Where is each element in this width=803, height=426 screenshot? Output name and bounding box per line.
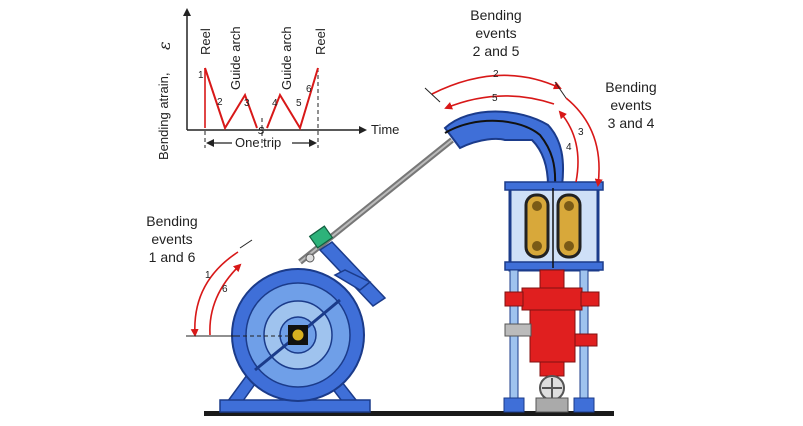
arc-num-2: 2 <box>493 69 499 80</box>
injector-chain-right <box>556 193 582 259</box>
stack-leg-foot-right <box>573 397 595 413</box>
event-num-6: 6 <box>306 84 312 95</box>
stack-leg-foot-left <box>503 397 525 413</box>
injector-bottom-plate <box>504 261 604 271</box>
arc-num-5: 5 <box>492 93 498 104</box>
label-reel-right: Reel <box>313 28 328 55</box>
guide-arch-body <box>443 110 565 187</box>
stripper <box>539 269 565 291</box>
arc-num-6: 6 <box>222 284 228 295</box>
arc-tick-left <box>424 87 441 103</box>
bop-body-lower <box>529 309 576 363</box>
label-guide-arch-left: Guide arch <box>228 26 243 90</box>
injector-top-plate <box>504 181 604 191</box>
callout-2-5-line3: 2 and 5 <box>473 43 520 59</box>
ground-line <box>204 411 614 416</box>
arc-event-3 <box>565 97 603 187</box>
event-num-5: 5 <box>296 98 302 109</box>
callout-3-4-line2: events <box>610 97 651 113</box>
event-num-2: 2 <box>217 97 223 108</box>
guide-arch <box>443 110 565 187</box>
bending-arcs-top: 2 5 <box>424 69 567 110</box>
bop-valve-left <box>504 323 532 337</box>
levelwind-head <box>308 225 334 249</box>
injector-frame <box>508 183 600 272</box>
callout-2-5-line1: Bending <box>470 7 521 23</box>
bending-arcs-right: 3 4 <box>558 97 603 187</box>
sprocket-3 <box>564 201 574 211</box>
event-num-3: 3 <box>244 98 250 109</box>
bending-arcs-left: 1 6 <box>186 239 290 337</box>
event-num-1: 1 <box>198 70 204 81</box>
bop-ram-right <box>580 291 600 307</box>
event-num-4: 4 <box>272 98 278 109</box>
arc-event-2 <box>431 74 562 95</box>
reel-axle <box>291 328 305 342</box>
label-reel-left: Reel <box>198 28 213 55</box>
callout-events-1-6: Bending events 1 and 6 <box>146 213 197 265</box>
arc-event-5 <box>444 95 555 110</box>
injector-chain-left <box>524 193 550 259</box>
callout-3-4-line1: Bending <box>605 79 656 95</box>
label-guide-arch-right: Guide arch <box>279 26 294 90</box>
s-mark: s <box>258 122 265 137</box>
arc-event-4 <box>558 110 579 183</box>
bop-spool <box>539 361 565 377</box>
arc-tick-right <box>554 81 567 99</box>
callout-1-6-line2: events <box>151 231 192 247</box>
guide-arch-tube-path <box>444 119 557 187</box>
sprocket-4 <box>564 241 574 251</box>
levelwind-roller <box>305 253 315 263</box>
callout-2-5-line2: events <box>475 25 516 41</box>
bop-ram-left <box>504 291 524 307</box>
arc-num-3: 3 <box>578 127 584 138</box>
bop-valve-right <box>574 333 598 347</box>
graph-x-label: Time <box>371 122 399 137</box>
callout-3-4-line3: 3 and 4 <box>608 115 655 131</box>
arc-num-4: 4 <box>566 142 572 153</box>
sprocket-2 <box>532 241 542 251</box>
strain-profile-line <box>204 67 258 131</box>
arc-event-1 <box>190 251 239 337</box>
injector-stack <box>503 181 604 413</box>
strain-profile-line-2 <box>266 67 319 131</box>
callout-1-6-line1: Bending <box>146 213 197 229</box>
arc-tick-top <box>239 239 253 249</box>
graph-y-label: Bending atrain, <box>156 73 171 160</box>
callout-events-3-4: Bending events 3 and 4 <box>605 79 656 131</box>
callout-1-6-line3: 1 and 6 <box>149 249 196 265</box>
epsilon-symbol: ε <box>155 41 174 50</box>
sprocket <box>532 201 542 211</box>
levelwind-brace <box>333 269 372 291</box>
reel <box>219 225 387 413</box>
arc-num-1: 1 <box>205 270 211 281</box>
wellhead-base <box>535 397 569 413</box>
arc-event-6 <box>209 263 242 336</box>
one-trip-label: One trip <box>235 135 281 150</box>
strain-graph: Bending atrain, ε Time s 1 2 3 4 5 6 Ree… <box>155 8 399 160</box>
bop-body-upper <box>521 287 583 311</box>
callout-events-2-5: Bending events 2 and 5 <box>470 7 521 59</box>
